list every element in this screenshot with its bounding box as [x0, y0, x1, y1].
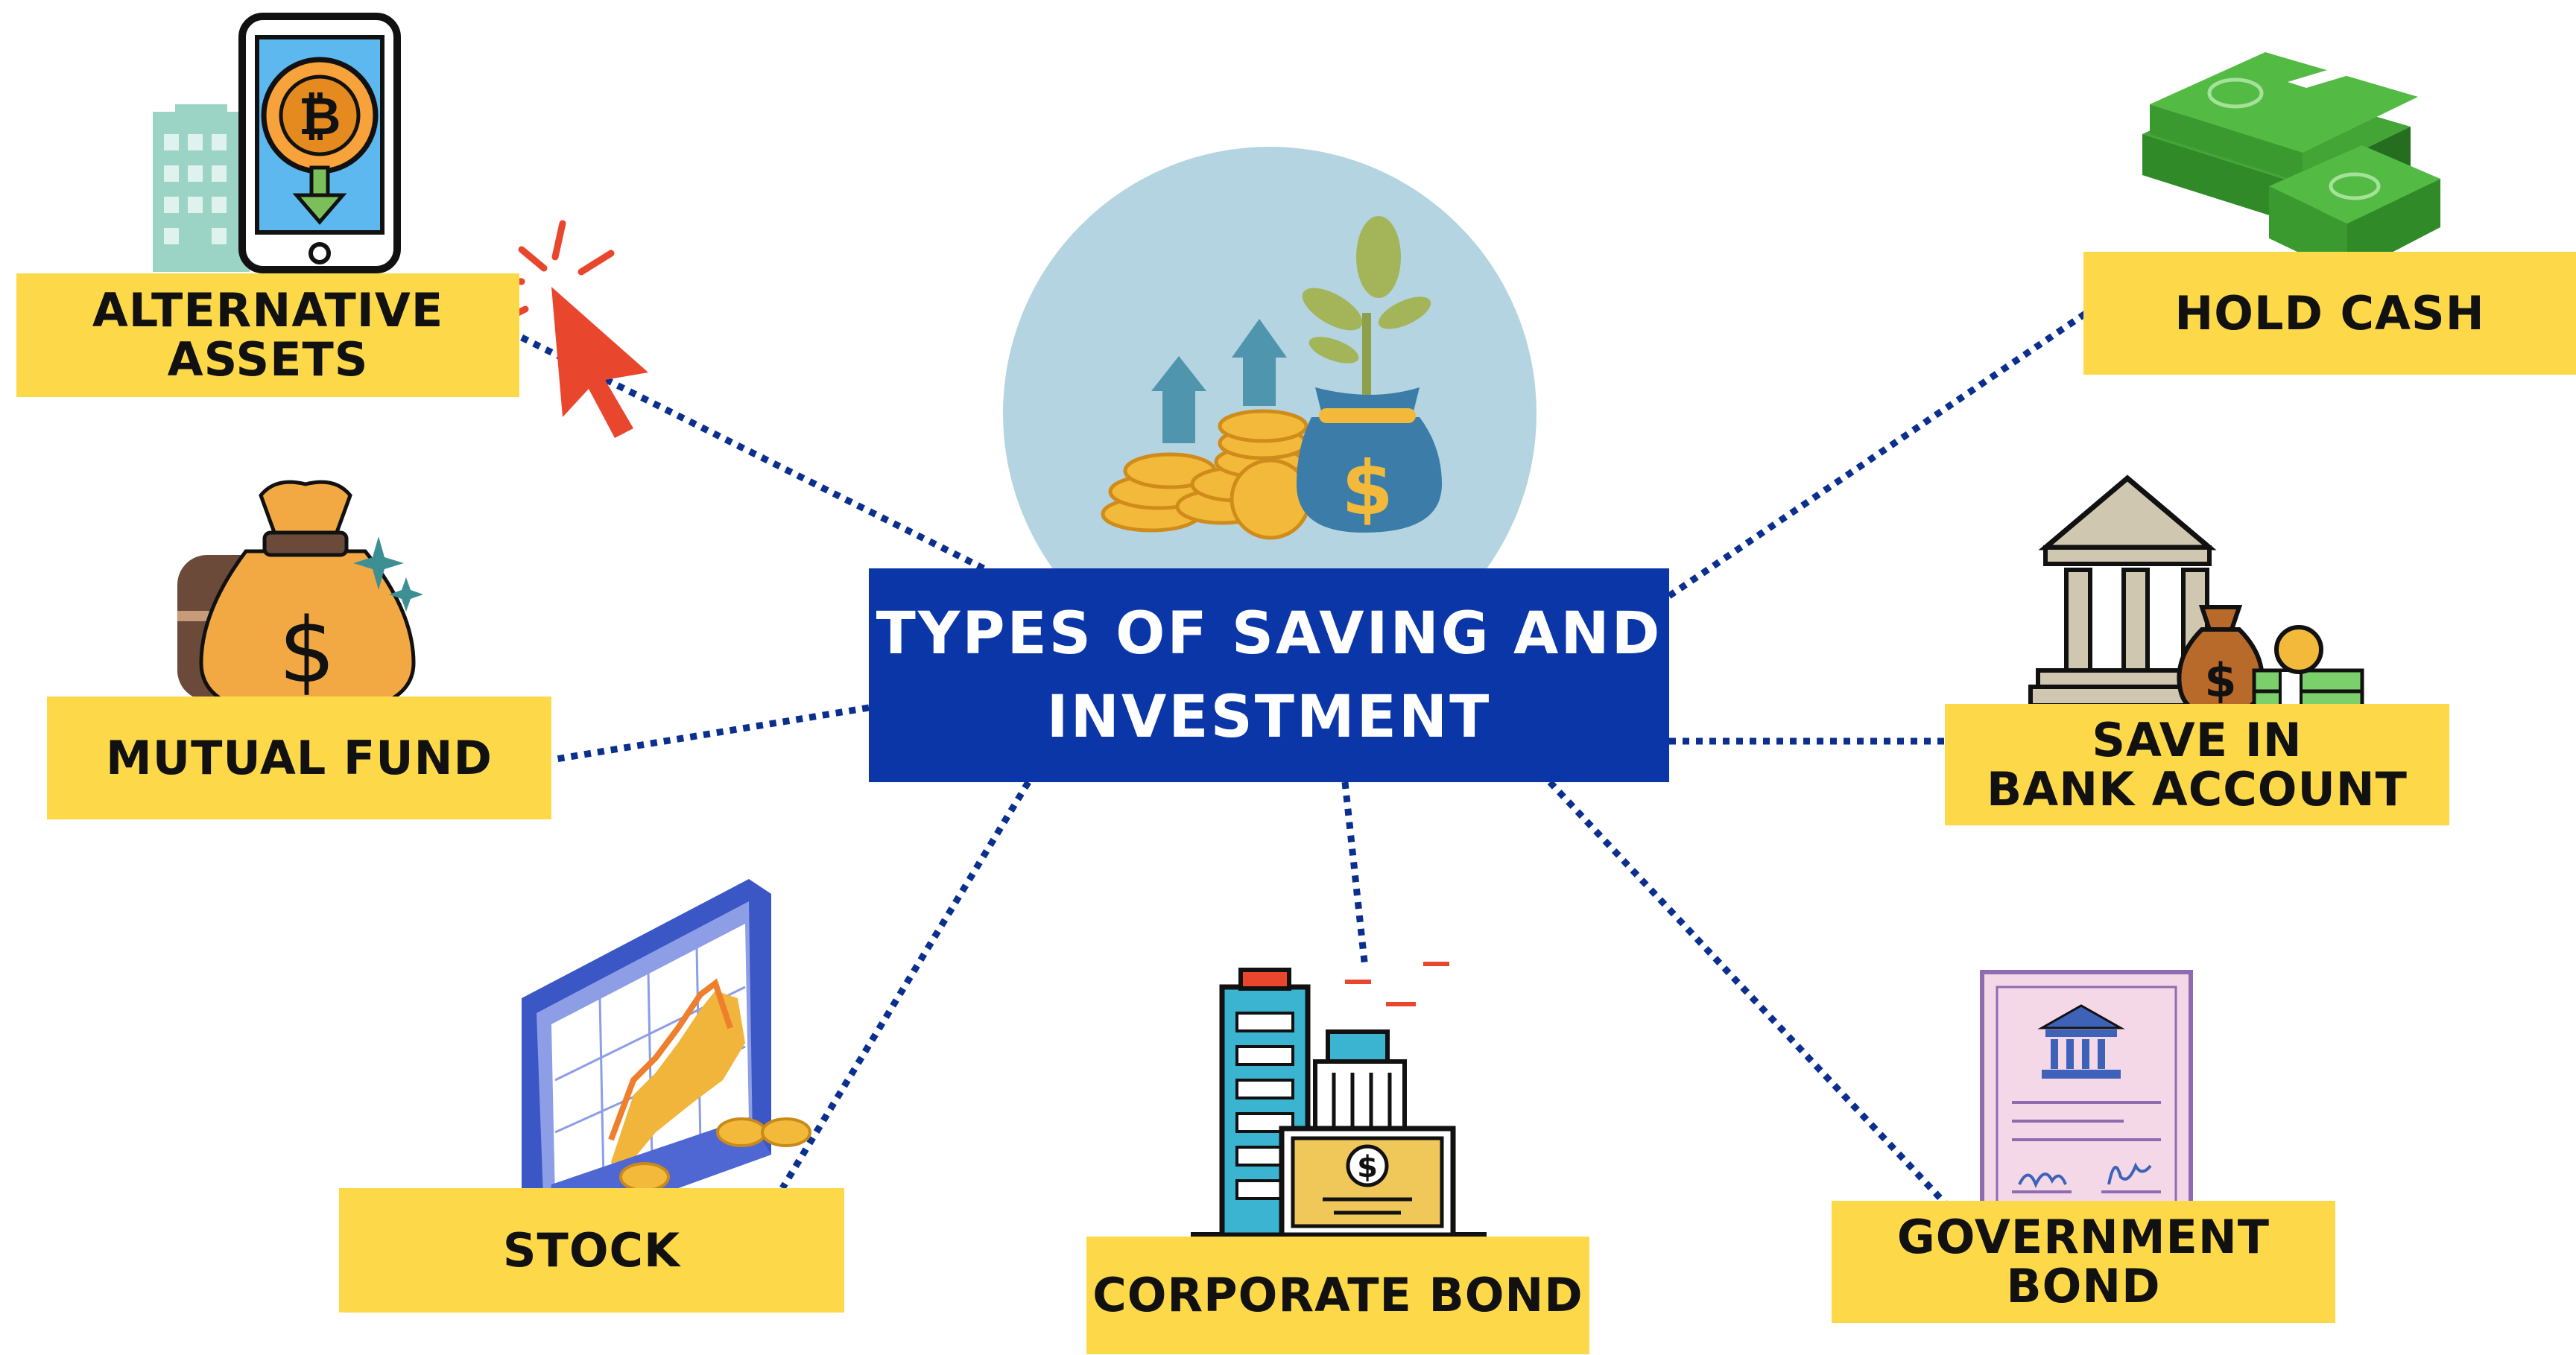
svg-text:$: $: [1357, 1150, 1378, 1184]
coin-stack-icon: [1101, 409, 1311, 540]
connector-hold-cash: [1667, 310, 2089, 599]
diagram-title: TYPES OF SAVING AND INVESTMENT: [869, 568, 1669, 782]
office-building-bond-icon: $: [1191, 962, 1487, 1238]
svg-text:$: $: [2204, 653, 2236, 708]
node-stock: STOCK: [339, 1188, 844, 1313]
node-alternative-assets-line-2: ASSETS: [167, 332, 369, 387]
connector-government-bond: [1547, 779, 1948, 1206]
svg-text:$: $: [279, 600, 335, 703]
svg-text:$: $: [1341, 445, 1393, 532]
plant-icon: [1302, 216, 1431, 395]
cash-stack-icon: [2142, 52, 2440, 276]
connector-stock: [779, 780, 1031, 1190]
node-government-bond: GOVERNMENT BOND: [1832, 1201, 2335, 1323]
node-save-in-bank-line-1: SAVE IN: [2092, 712, 2303, 767]
node-hold-cash-label: HOLD CASH: [2174, 285, 2485, 340]
bank-icon: $: [2028, 475, 2364, 718]
node-hold-cash: HOLD CASH: [2083, 252, 2576, 375]
money-growth-icon: $: [1003, 147, 1537, 680]
title-line-1: TYPES OF SAVING AND: [876, 600, 1662, 667]
government-certificate-icon: [1980, 970, 2193, 1231]
node-mutual-fund-label: MUTUAL FUND: [106, 730, 493, 785]
node-mutual-fund: MUTUAL FUND: [47, 696, 551, 819]
title-line-2: INVESTMENT: [1046, 683, 1492, 751]
bitcoin-phone-icon: ₿: [153, 13, 401, 273]
node-alternative-assets: ALTERNATIVE ASSETS: [16, 273, 519, 397]
svg-text:₿: ₿: [298, 86, 341, 147]
node-alternative-assets-line-1: ALTERNATIVE: [92, 283, 444, 337]
connector-corporate-bond: [1341, 781, 1369, 969]
money-bag-icon: $: [1297, 387, 1442, 533]
growth-arrow-icon: [1151, 319, 1287, 443]
money-bag-icon: $: [177, 480, 423, 717]
node-corporate-bond: CORPORATE BOND: [1086, 1237, 1589, 1354]
node-government-bond-label: GOVERNMENT BOND: [1896, 1210, 2270, 1313]
node-save-in-bank: SAVE IN BANK ACCOUNT: [1945, 704, 2449, 825]
node-corporate-bond-label: CORPORATE BOND: [1092, 1268, 1583, 1322]
node-save-in-bank-line-2: BANK ACCOUNT: [1987, 761, 2408, 816]
node-stock-label: STOCK: [502, 1222, 681, 1278]
